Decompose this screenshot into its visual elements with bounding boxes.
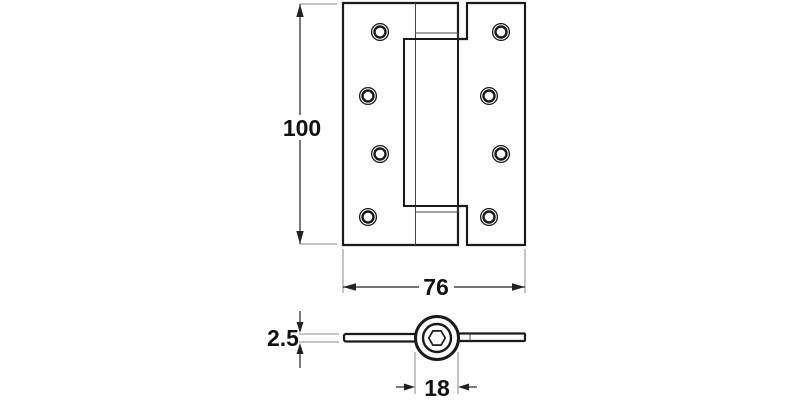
- screw-hole: [479, 207, 499, 227]
- arrowhead-up: [296, 4, 304, 17]
- screw-hole: [491, 22, 511, 42]
- screw-hole: [479, 86, 499, 106]
- label-backing: [281, 115, 322, 140]
- screw-hole: [370, 144, 390, 164]
- front-view: [341, 1, 527, 247]
- dimension-barrel: 18: [396, 352, 477, 400]
- screw-hole: [370, 22, 390, 42]
- dimension-height: 100: [281, 3, 337, 245]
- section-view: [342, 315, 527, 361]
- dimension-width: 76: [342, 249, 526, 300]
- dim-barrel-label: 18: [424, 375, 450, 400]
- arrowhead-down: [296, 322, 304, 333]
- spring-housing: [403, 38, 459, 207]
- arrowhead-left: [458, 383, 469, 391]
- screw-hole: [358, 207, 378, 227]
- dim-width-label: 76: [423, 274, 449, 300]
- arrowhead-down: [296, 231, 304, 244]
- dim-height-label: 100: [283, 115, 321, 141]
- screw-hole: [491, 144, 511, 164]
- arrowhead-right: [404, 383, 415, 391]
- arrowhead-up: [296, 343, 304, 354]
- screw-hole: [358, 86, 378, 106]
- screw-holes-right-leaf: [479, 22, 511, 227]
- dim-thickness-label: 2.5: [267, 325, 299, 351]
- dimension-thickness: 2.5: [267, 311, 339, 368]
- arrowhead-left: [343, 283, 356, 291]
- screw-holes-left-leaf: [358, 22, 390, 227]
- spring-channel-inner: [415, 32, 459, 213]
- hex-socket: [427, 330, 447, 346]
- arrowhead-right: [512, 283, 525, 291]
- label-backing: [419, 275, 454, 299]
